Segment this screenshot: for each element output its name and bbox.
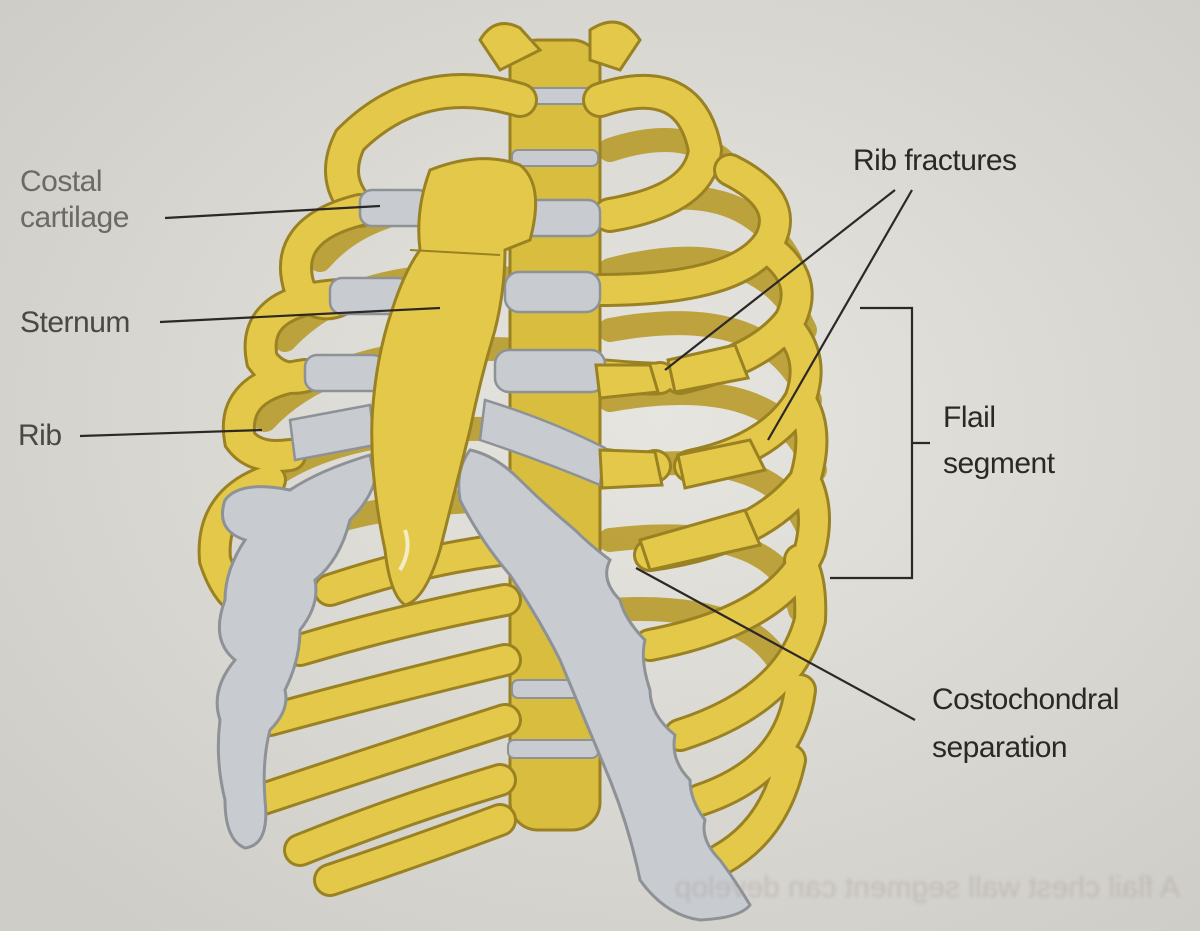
fracture-fragments xyxy=(594,343,768,572)
label-sternum: Sternum xyxy=(20,306,130,339)
caption-bleed-through: A flail chest wall segment can develop xyxy=(674,871,1180,904)
label-costal-line1: Costal xyxy=(20,165,103,198)
right-lower-cartilage xyxy=(457,448,752,922)
leader-costochondral xyxy=(635,567,916,721)
label-flail-segment: Flail segment xyxy=(943,395,1055,487)
label-costochondral-line1: Costochondral xyxy=(932,683,1119,716)
label-flail-line1: Flail xyxy=(943,401,996,434)
label-costal-cartilage: Costal cartilage xyxy=(20,164,129,236)
leader-rib xyxy=(79,428,263,438)
upper-ribs xyxy=(324,73,724,233)
label-costal-line2: cartilage xyxy=(20,201,129,234)
left-lower-cartilage xyxy=(215,453,377,850)
leader-lines xyxy=(79,189,930,721)
label-costochondral-line2: separation xyxy=(932,731,1068,764)
leader-sternum xyxy=(159,306,441,324)
label-flail-line2: segment xyxy=(943,447,1055,480)
costal-cartilages xyxy=(288,188,607,487)
leader-rib-fracture-2 xyxy=(767,189,913,441)
label-costochondral-separation: Costochondral separation xyxy=(932,676,1119,772)
label-rib-fractures: Rib fractures xyxy=(853,144,1017,177)
leader-costal-cartilage xyxy=(164,204,381,220)
label-rib: Rib xyxy=(18,419,62,452)
leader-rib-fracture-1 xyxy=(664,189,896,371)
